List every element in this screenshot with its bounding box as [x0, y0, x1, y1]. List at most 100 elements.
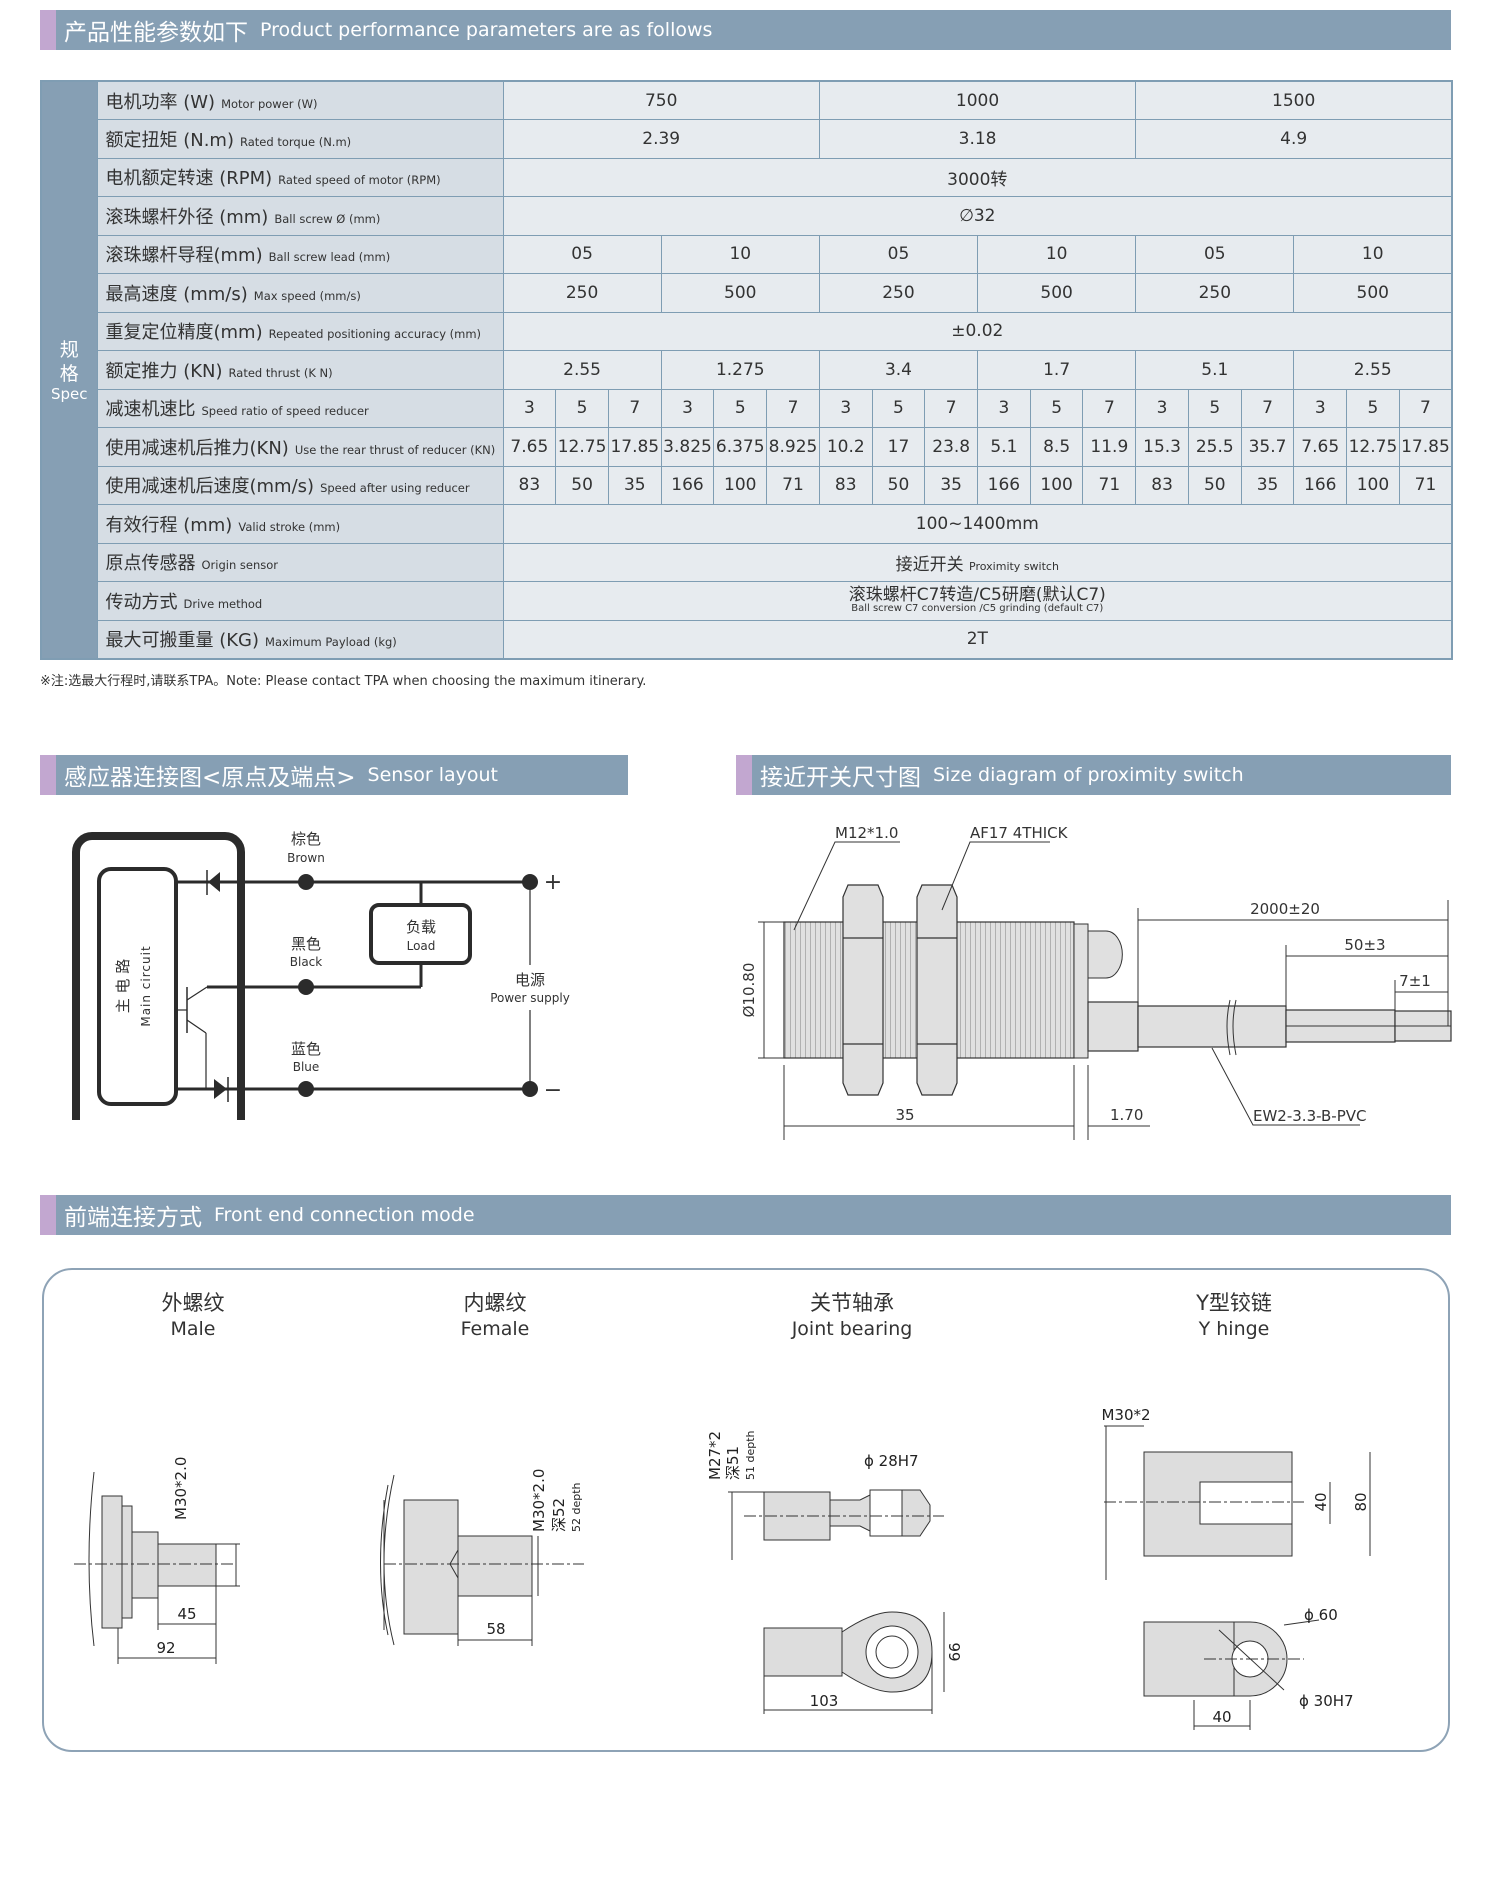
section-title-en: Size diagram of proximity switch [933, 764, 1244, 786]
yhinge-dim-80: 80 [1352, 1492, 1370, 1511]
cell-value: 5 [893, 398, 904, 419]
joint-depth-en: 51 depth [744, 1430, 757, 1480]
cell-value: 2.39 [642, 128, 681, 149]
section-title-en: Sensor layout [367, 764, 498, 786]
table-cell: 05 [502, 234, 662, 274]
cell-value: 05 [887, 244, 910, 265]
cell-value: 17.85 [1401, 436, 1450, 457]
row-label-cn: 电机额定转速 (RPM) [105, 168, 273, 190]
table-cell: 83 [1135, 465, 1189, 505]
yhinge-bore-dim: ϕ 30H7 [1299, 1692, 1354, 1710]
row-label: 电机功率 (W)Motor power (W) [96, 80, 504, 120]
section-title-cn: 产品性能参数如下 [64, 20, 248, 46]
female-depth-en: 52 depth [570, 1482, 583, 1532]
row-label: 有效行程 (mm)Valid stroke (mm) [96, 504, 504, 544]
main-circuit-en: Main circuit [139, 945, 153, 1026]
table-cell: 7 [924, 388, 979, 428]
cell-value: 250 [882, 282, 915, 303]
table-cell: 50 [871, 465, 926, 505]
cell-value: 7.65 [510, 436, 549, 457]
table-cell: 10 [660, 234, 820, 274]
table-cell: 35 [607, 465, 662, 505]
table-cell: 5 [713, 388, 768, 428]
table-cell: 3.4 [818, 350, 979, 390]
table-cell: 7 [1398, 388, 1453, 428]
row-label-cn: 最高速度 (mm/s) [105, 283, 248, 305]
row-label: 滚珠螺杆外径 (mm)Ball screw Ø (mm) [96, 196, 504, 236]
cell-value: 35 [940, 475, 962, 496]
table-cell: 7 [1082, 388, 1137, 428]
table-cell: 5 [1187, 388, 1242, 428]
table-row: 最大可搬重量 (KG)Maximum Payload (kg)2T [41, 619, 1453, 659]
table-cell: 3.18 [818, 119, 1137, 159]
blue-label-cn: 蓝色 [291, 1040, 321, 1058]
cell-sub: Ball screw C7 conversion /C5 grinding (d… [851, 603, 1104, 615]
table-cell: 7.65 [1293, 427, 1348, 467]
title-en: Joint bearing [791, 1318, 913, 1340]
row-label-en: Rated thrust (K N) [228, 365, 333, 380]
table-cell: 12.75 [555, 427, 609, 467]
cell-value: 3 [523, 398, 535, 419]
cell-value: 83 [1151, 475, 1173, 496]
table-cell: 05 [818, 234, 979, 274]
table-cell: 接近开关 Proximity switch [502, 542, 1453, 582]
section-title-cn: 感应器连接图<原点及端点> [64, 765, 356, 791]
cell-value: 12.75 [557, 436, 607, 457]
table-cell: 100~1400mm [502, 504, 1453, 544]
joint-bore-dim: ϕ 28H7 [864, 1452, 919, 1470]
table-cell: 83 [818, 465, 873, 505]
cell-value: 7 [1262, 398, 1273, 419]
yhinge-thread-dim: M30*2 [1101, 1406, 1150, 1424]
table-cell: 166 [1293, 465, 1348, 505]
row-label: 额定推力 (KN) Rated thrust (K N) [96, 350, 504, 390]
table-cell: 3 [818, 388, 873, 428]
row-label-cn: 传动方式 [105, 591, 178, 613]
table-row: 电机额定转速 (RPM)Rated speed of motor (RPM)30… [41, 157, 1453, 197]
power-label-en: Power supply [490, 991, 570, 1005]
cell-value: 100~1400mm [915, 513, 1039, 534]
table-cell: 50 [555, 465, 609, 505]
table-cell: 3 [1293, 388, 1348, 428]
plus-sign: + [544, 870, 562, 895]
female-thread-dim: M30*2.0 [530, 1469, 548, 1532]
cell-value: ∅32 [959, 205, 996, 226]
black-label-en: Black [290, 955, 323, 969]
cell-value: 05 [571, 244, 593, 265]
table-cell: 25.5 [1187, 427, 1242, 467]
row-label-en: Motor power (W) [221, 96, 318, 111]
cell-value: 7 [1420, 398, 1431, 419]
table-row: 有效行程 (mm)Valid stroke (mm) 100~1400mm [41, 504, 1453, 544]
female-dim-58: 58 [486, 1620, 505, 1638]
cell-value: 5 [1209, 398, 1221, 419]
table-cell: 7 [607, 388, 662, 428]
cell-value: 3.4 [884, 359, 912, 380]
row-label-cn: 滚珠螺杆外径 (mm) [105, 206, 269, 228]
cell-value: 7 [787, 398, 799, 419]
cell-value: 7.65 [1301, 436, 1340, 457]
table-cell: 3000转 [502, 157, 1453, 197]
table-cell: 3 [1135, 388, 1189, 428]
table-cell: 4.9 [1135, 119, 1453, 159]
row-label: 电机额定转速 (RPM)Rated speed of motor (RPM) [96, 157, 504, 197]
table-cell: 100 [713, 465, 768, 505]
row-label-cn: 重复定位精度(mm) [105, 322, 263, 344]
row-label-cn: 原点传感器 [105, 553, 196, 575]
table-cell: 17 [871, 427, 926, 467]
row-label-cn: 额定推力 (KN) [105, 360, 223, 382]
sensor-wiring-diagram: 主 电 路 Main circuit 棕色 Brown 黑色 Black 蓝色 … [72, 830, 570, 1120]
male-dim-45: 45 [177, 1605, 196, 1623]
row-label-en: Use the rear thrust of reducer (KN) [294, 442, 496, 457]
table-cell: 7.65 [502, 427, 557, 467]
cell-value: 50 [1203, 475, 1226, 496]
joint-bearing-drawing: M27*2 深51 51 depth ϕ 28H7 66 103 [706, 1430, 964, 1714]
cell-value: 2T [966, 629, 988, 649]
yhinge-dim-40b: 40 [1212, 1708, 1231, 1726]
cell-value: 500 [1356, 282, 1389, 303]
